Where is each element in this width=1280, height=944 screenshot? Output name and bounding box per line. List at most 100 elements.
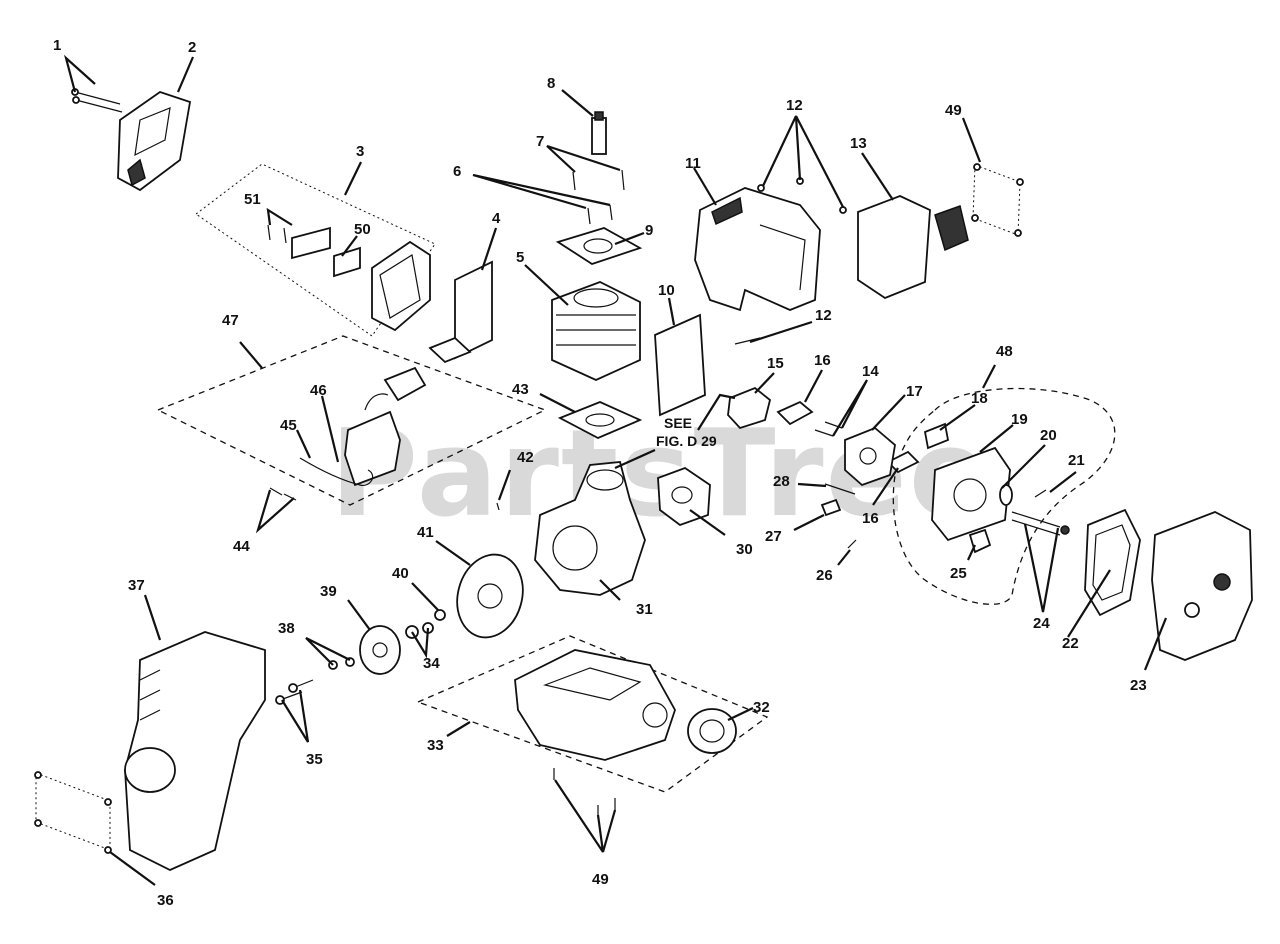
label-8: 8	[547, 75, 555, 92]
see-fig-note: SEE FIG. D 29	[656, 415, 717, 449]
label-42: 42	[517, 449, 534, 466]
label-27: 27	[765, 528, 782, 545]
part-50-label	[291, 226, 361, 278]
part-26-screw	[847, 539, 857, 549]
label-12-lower: 12	[815, 307, 832, 324]
see-fig-note-line2: FIG. D 29	[656, 433, 717, 449]
part-27-clip	[820, 498, 842, 517]
label-43: 43	[512, 381, 529, 398]
part-43-gasket	[557, 401, 643, 439]
label-21: 21	[1068, 452, 1085, 469]
label-49-bottom: 49	[592, 871, 609, 888]
group-outline-33	[416, 635, 769, 793]
part-46-ignition-module	[344, 366, 427, 487]
part-5-cylinder	[551, 281, 641, 381]
leader-lines	[63, 54, 1168, 886]
label-17: 17	[906, 383, 923, 400]
part-15-spacer	[727, 386, 772, 430]
part-3-housing	[371, 240, 431, 332]
part-21-screw	[1034, 489, 1047, 498]
label-20: 20	[1040, 427, 1057, 444]
part-7-studs	[572, 169, 625, 191]
part-1-screws	[71, 88, 123, 113]
label-16-lower: 16	[862, 510, 879, 527]
part-16-gasket	[776, 400, 920, 474]
label-39: 39	[320, 583, 337, 600]
label-7: 7	[536, 133, 544, 150]
label-40: 40	[392, 565, 409, 582]
label-13: 13	[850, 135, 867, 152]
label-12-top: 12	[786, 97, 803, 114]
label-22: 22	[1062, 635, 1079, 652]
label-50: 50	[354, 221, 371, 238]
part-31-crankcase	[534, 461, 646, 596]
label-3: 3	[356, 143, 364, 160]
label-41: 41	[417, 524, 434, 541]
part-19-air-box	[931, 446, 1011, 542]
part-28-line	[824, 483, 856, 495]
part-34-washers	[405, 622, 434, 639]
label-9: 9	[645, 222, 653, 239]
label-33: 33	[427, 737, 444, 754]
label-10: 10	[658, 282, 675, 299]
part-36-screws	[34, 771, 112, 854]
part-37-clutch-housing	[124, 631, 266, 871]
part-4-heat-shield	[428, 260, 493, 364]
group-outline-36	[35, 772, 111, 851]
label-2: 2	[188, 39, 196, 56]
part-18-screw	[923, 422, 950, 450]
part-49-screws-top	[971, 163, 1024, 237]
label-6: 6	[453, 163, 461, 180]
label-37: 37	[128, 577, 145, 594]
group-outline-49-top	[972, 164, 1021, 236]
label-49-top: 49	[945, 102, 962, 119]
part-labels: 1 2 3 4 5 6 7 8 9 10 11 12 12 13 14 15 1…	[53, 37, 1147, 909]
part-39-clutch	[359, 625, 401, 675]
label-4: 4	[492, 210, 501, 227]
label-48: 48	[996, 343, 1013, 360]
label-25: 25	[950, 565, 967, 582]
label-26: 26	[816, 567, 833, 584]
label-28: 28	[773, 473, 790, 490]
label-1: 1	[53, 37, 61, 54]
part-2-cover	[117, 91, 192, 192]
label-36: 36	[157, 892, 174, 909]
group-outline-3	[195, 163, 436, 337]
part-45-wire	[299, 457, 374, 487]
part-10-plate	[654, 313, 706, 417]
label-32: 32	[753, 699, 770, 716]
label-16-upper: 16	[814, 352, 831, 369]
part-23-cover	[1151, 511, 1253, 661]
label-38: 38	[278, 620, 295, 637]
part-22-filter	[1084, 508, 1141, 617]
label-19: 19	[1011, 411, 1028, 428]
part-12-screws	[734, 177, 847, 345]
parts	[34, 88, 1253, 871]
label-15: 15	[767, 355, 784, 372]
label-14: 14	[862, 363, 879, 380]
part-8-spark-plug	[591, 111, 607, 155]
part-13-starter	[857, 195, 969, 300]
part-30-intake-boot	[657, 466, 711, 527]
label-35: 35	[306, 751, 323, 768]
label-5: 5	[516, 249, 524, 266]
label-18: 18	[971, 390, 988, 407]
part-20-choke	[999, 484, 1013, 506]
label-11: 11	[685, 155, 701, 172]
part-40-nut	[434, 609, 446, 621]
label-34: 34	[423, 655, 440, 672]
see-fig-note-line1: SEE	[664, 415, 692, 431]
label-45: 45	[280, 417, 297, 434]
label-46: 46	[310, 382, 327, 399]
part-51-screws	[267, 224, 287, 244]
part-9-gasket	[555, 227, 643, 265]
label-30: 30	[736, 541, 753, 558]
label-44: 44	[233, 538, 250, 555]
part-6-studs	[587, 204, 613, 225]
part-42-pin	[496, 502, 500, 511]
part-32-fuel-cap	[687, 708, 737, 754]
part-33-fuel-tank	[514, 649, 676, 761]
part-11-shroud	[694, 187, 821, 312]
part-24-studs	[1011, 511, 1070, 536]
